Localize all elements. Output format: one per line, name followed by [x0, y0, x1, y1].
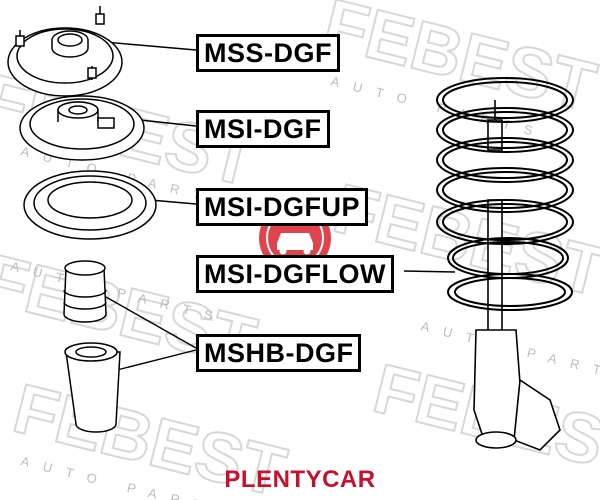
leader-line-mss: [103, 41, 197, 51]
upper-insulator-drawing: [23, 170, 157, 240]
leader-line-msi-low: [403, 270, 456, 273]
leader-line-mshb-2: [116, 349, 197, 371]
leader-line-mshb-1: [105, 296, 197, 349]
part-label-msi-dgfup: MSI-DGFUP: [196, 188, 368, 226]
part-label-msi-dgf: MSI-DGF: [196, 110, 330, 148]
dust-boot-drawing: [64, 342, 121, 433]
leader-line-msi: [139, 119, 197, 127]
car-icon: [277, 233, 313, 255]
leader-lines: [103, 41, 456, 371]
strut-mount-drawing: [7, 6, 123, 97]
part-label-mshb-dgf: MSHB-DGF: [196, 334, 362, 372]
leader-line-msi-up: [149, 199, 197, 205]
strut-assembly-drawing: [436, 77, 574, 451]
brand-watermark: PLENTYCAR: [224, 466, 376, 493]
bump-stop-drawing: [63, 260, 107, 323]
part-label-mss-dgf: MSS-DGF: [196, 34, 340, 72]
bearing-drawing: [19, 95, 145, 161]
part-label-msi-dgflow: MSI-DGFLOW: [196, 255, 394, 293]
